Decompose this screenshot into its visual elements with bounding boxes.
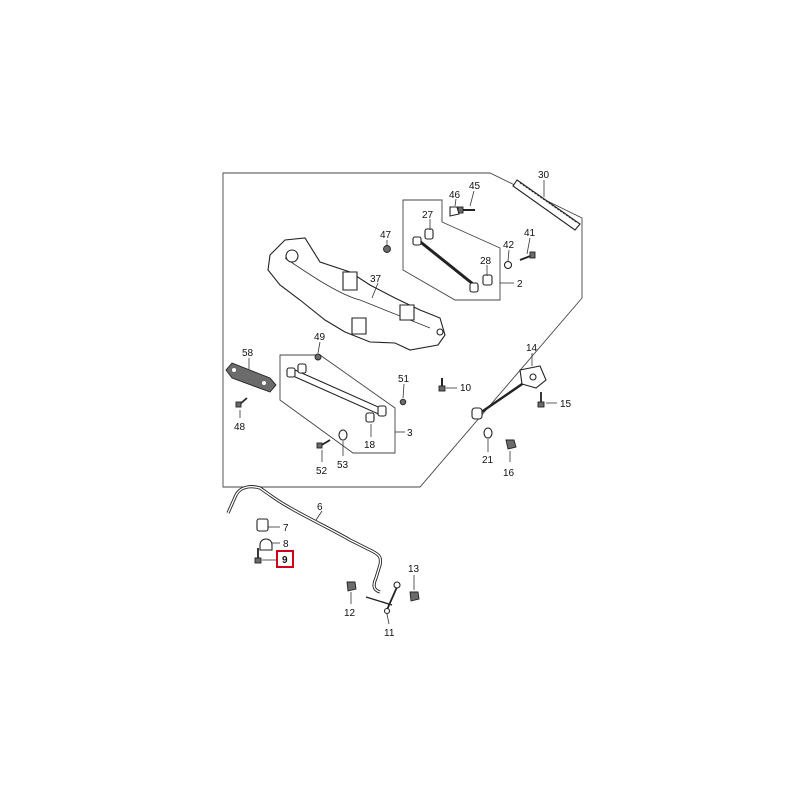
nut-47-part [383, 245, 391, 253]
callout-53: 53 [337, 460, 349, 471]
washer-42-part [503, 260, 513, 270]
nut-13-part [409, 591, 420, 602]
bolt-15-part [537, 392, 545, 408]
callout-52: 52 [316, 466, 328, 477]
callout-8: 8 [283, 539, 289, 550]
callout-48: 48 [234, 422, 246, 433]
callout-49: 49 [314, 332, 326, 343]
callout-3: 3 [407, 428, 413, 439]
nut-12-part [346, 581, 357, 592]
callout-10: 10 [460, 383, 472, 394]
callout-28: 28 [480, 256, 492, 267]
bolt-10-part [438, 378, 446, 392]
upper-control-link-part [412, 228, 493, 293]
lower-control-link-part [286, 363, 387, 423]
upper-link-group-box [402, 199, 501, 301]
callout-47: 47 [380, 230, 392, 241]
nut-16-part [505, 439, 517, 450]
bolt-45-part [457, 206, 475, 214]
subframe-group-frame [222, 172, 583, 488]
callout-14: 14 [526, 343, 538, 354]
nut-46-part [449, 206, 460, 217]
callout-42: 42 [503, 240, 515, 251]
clamp-8-part [259, 538, 273, 551]
bushing-7-part [256, 518, 269, 532]
bolt-52-part [316, 439, 331, 449]
bolt-9-part [254, 548, 262, 564]
callout-58: 58 [242, 348, 254, 359]
bushing-21-part [483, 427, 493, 439]
callout-12: 12 [344, 608, 356, 619]
nut-49-part [314, 353, 322, 361]
callout-9[interactable]: 9 [282, 555, 288, 566]
stabilizer-bar-part [226, 485, 383, 594]
nut-51-part [399, 398, 407, 406]
stabilizer-link-11-part [365, 581, 401, 615]
trailing-arm-link-part [471, 365, 547, 420]
callout-45: 45 [469, 181, 481, 192]
callout-15: 15 [560, 399, 572, 410]
callout-13: 13 [408, 564, 420, 575]
callout-9-highlight-box[interactable] [276, 550, 294, 568]
washer-53-part [338, 429, 348, 441]
bolt-41-part [519, 251, 536, 261]
callout-2: 2 [517, 279, 523, 290]
callout-16: 16 [503, 468, 515, 479]
bracket-plate-58-part [225, 362, 277, 393]
callout-46: 46 [449, 190, 461, 201]
strut-bar-part [512, 179, 581, 231]
callout-21: 21 [482, 455, 494, 466]
bolt-48-part [235, 397, 248, 408]
callout-6: 6 [317, 502, 323, 513]
callout-18: 18 [364, 440, 376, 451]
callout-7: 7 [283, 523, 289, 534]
callout-37: 37 [370, 274, 382, 285]
callout-27: 27 [422, 210, 434, 221]
callout-51: 51 [398, 374, 410, 385]
callout-41: 41 [524, 228, 536, 239]
subframe-crossmember-part [267, 237, 446, 351]
lower-link-group-box [279, 354, 396, 454]
callout-30: 30 [538, 170, 550, 181]
callout-11: 11 [384, 628, 395, 639]
